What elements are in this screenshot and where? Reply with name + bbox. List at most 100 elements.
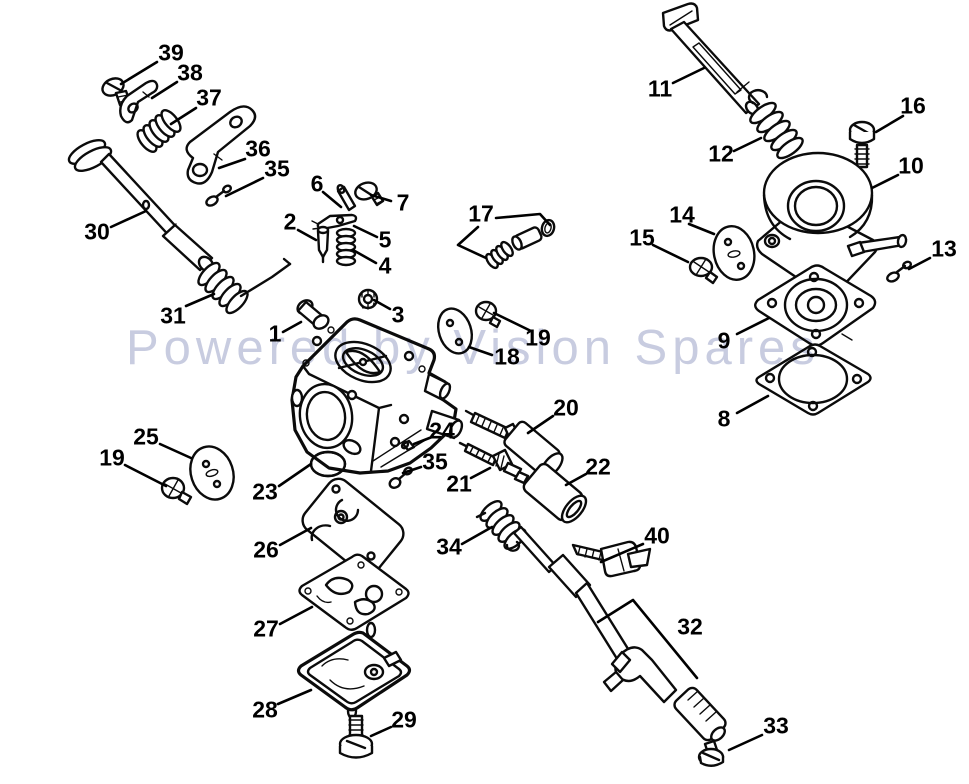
callout-part-7: 7 [396,189,410,216]
leader-line-30 [109,209,148,229]
callout-part-5: 5 [378,226,392,253]
callout-part-24: 24 [429,417,455,444]
callout-part-15: 15 [629,224,655,251]
callout-part-11: 11 [647,75,673,102]
part-18-disc [437,307,473,355]
leader-line-25 [158,442,193,460]
leader-line-19 [492,311,533,333]
part-26-metering-diaphragm [301,477,405,577]
part-32-choke-shaft [512,525,727,742]
leader-line-26 [278,526,313,547]
leader-line-31 [184,292,216,308]
callout-part-29: 29 [391,706,417,733]
callout-part-37: 37 [196,84,222,111]
leader-line-39 [119,60,159,86]
part-1-plug [296,299,330,330]
callout-part-34: 34 [436,533,462,560]
leader-line-9 [735,316,771,336]
part-33-screw [697,739,725,767]
part-31-spring [197,257,292,315]
leader-line-2 [296,228,318,242]
callout-part-17: 17 [468,200,494,227]
callout-part-26: 26 [253,536,279,563]
part-13-clip [886,260,913,283]
leader-line-27 [278,605,314,626]
leader-line-35 [224,176,265,198]
callout-part-27: 27 [253,615,279,642]
callout-part-36: 36 [245,135,271,162]
leader-line-15 [651,243,690,264]
callout-part-19: 19 [525,324,551,351]
leader-line-18 [467,345,494,357]
part-14-disc [712,225,756,281]
part-15-screw [688,256,719,285]
leader-line-40 [599,542,645,564]
callout-part-14: 14 [669,201,695,228]
leader-line-20 [526,414,555,435]
callout-part-28: 28 [252,696,278,723]
callout-part-21: 21 [446,470,472,497]
callout-part-8: 8 [717,405,731,432]
callout-part-35: 35 [422,448,448,475]
leader-line-4 [351,248,378,265]
part-38-lever [119,79,159,124]
part-5-metering-lever [311,213,358,231]
part-4-spring [335,227,357,267]
callout-part-33: 33 [763,712,789,739]
leader-line-36 [217,157,247,170]
part-25-disc [189,445,235,501]
part-10-end-cover [755,151,908,299]
leader-line-32 [596,598,699,680]
leader-line-3 [372,298,392,311]
part-3-knurled-nut [357,288,379,310]
part-11-throttle-shaft [661,2,761,116]
part-27-gasket [298,553,410,631]
part-16-screw [848,120,876,169]
callout-part-32: 32 [677,613,703,640]
callout-part-19: 19 [99,444,125,471]
part-35-clip [205,184,232,207]
part-2-inlet-needle [316,225,330,264]
callout-part-4: 4 [378,252,392,279]
callout-part-13: 13 [931,235,957,262]
leader-line-12 [732,136,763,153]
part-carburetor-body [290,317,464,475]
part-29-screw [338,714,374,759]
leader-line-11 [671,66,706,85]
part-30-throttle-rod [67,139,215,273]
leader-line-5 [352,224,379,239]
leader-line-19 [123,463,168,488]
callout-part-16: 16 [900,92,926,119]
leader-line-34 [460,525,494,546]
part-17-nozzle-kit [485,218,556,270]
part-19-screw-left [160,476,193,506]
part-8-gasket [755,343,872,416]
callout-part-9: 9 [717,327,731,354]
callout-part-39: 39 [158,39,184,66]
leader-line-8 [735,394,770,415]
part-19-screw-right [474,300,502,329]
leader-line-37 [169,106,198,126]
part-12-spring [747,89,804,160]
callout-part-40: 40 [644,522,670,549]
leader-line-7 [369,193,393,203]
leader-line-17 [494,212,552,227]
leader-line-23 [277,462,313,488]
leader-line-16 [874,114,905,134]
part-9-metering-diaphragm [754,264,877,347]
callout-part-25: 25 [133,423,159,450]
callout-part-2: 2 [283,208,297,235]
part-28-pump-cover [296,621,412,720]
part-24-pin [400,439,416,452]
callout-part-6: 6 [310,170,324,197]
leader-line-1 [281,320,303,334]
leader-line-6 [321,190,343,209]
leader-line-28 [276,688,313,706]
callout-part-3: 3 [391,301,405,328]
callout-part-10: 10 [898,152,924,179]
leader-line-33 [727,733,764,752]
leader-lines [109,60,932,752]
callout-part-12: 12 [708,140,734,167]
